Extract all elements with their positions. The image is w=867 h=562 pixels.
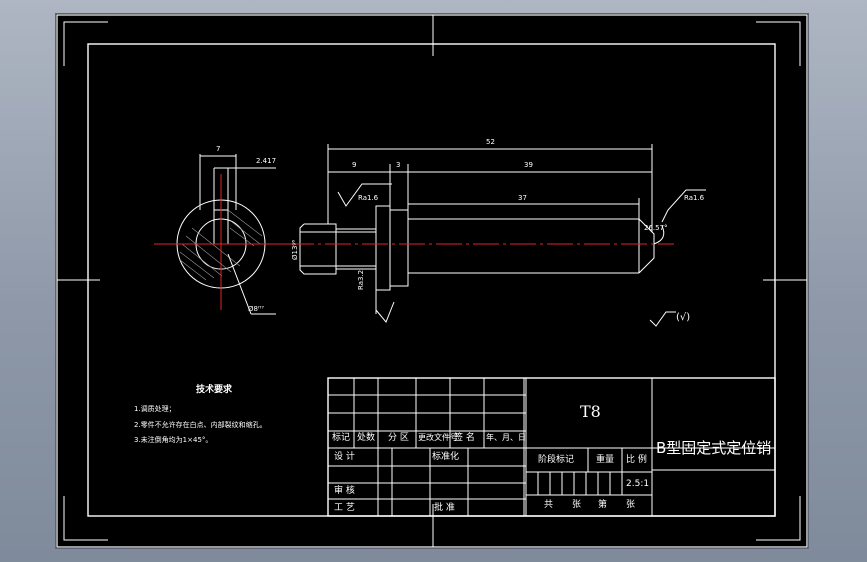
section-hatch bbox=[179, 209, 263, 281]
tb-total: 共 bbox=[544, 500, 554, 510]
roughness-symbol-left bbox=[337, 183, 392, 207]
dim-keyway-offset: 2.417 bbox=[256, 157, 277, 165]
dim-length-head: 9 bbox=[352, 161, 357, 169]
dim-left-diameter: Ø13ᵍ⁶ bbox=[291, 239, 299, 260]
pin-collar bbox=[375, 205, 391, 291]
roughness-symbol-right bbox=[661, 189, 706, 223]
tech-requirement-1: 1.调质处理； bbox=[134, 405, 176, 413]
tb-standardize: 标准化 bbox=[432, 452, 460, 462]
tb-change-doc: 更改文件号 bbox=[418, 433, 458, 442]
drawing-canvas bbox=[56, 14, 808, 548]
sheet-border bbox=[56, 14, 808, 548]
title-block-grid bbox=[327, 377, 776, 517]
tech-requirement-2: 2.零件不允许存在白点、内部裂纹和缩孔。 bbox=[134, 421, 267, 429]
tb-count: 处数 bbox=[357, 433, 376, 443]
end-view bbox=[176, 154, 276, 315]
trim-mark-bottom-right bbox=[756, 496, 801, 541]
tb-sign: 签 名 bbox=[454, 433, 475, 443]
pin-side-view bbox=[299, 144, 706, 327]
dim-length-shaft: 39 bbox=[524, 161, 533, 169]
material-label: T8 bbox=[580, 402, 601, 421]
trim-mark-top-right bbox=[756, 21, 801, 66]
drawing-sheet: 7 2.417 52 9 3 39 37 26.57° Ra1.6 Ra1.6 … bbox=[56, 14, 808, 548]
tb-scale-label: 比 例 bbox=[626, 455, 647, 465]
dim-hole-callout: Ø8ᴴ⁷ bbox=[248, 305, 265, 313]
tb-mark: 标记 bbox=[332, 433, 351, 443]
part-name: B型固定式定位销 bbox=[656, 439, 772, 457]
tb-stage-mark: 阶段标记 bbox=[538, 455, 575, 465]
tb-sheets: 张 bbox=[572, 500, 582, 510]
dim-length-collar: 3 bbox=[396, 161, 401, 169]
trim-mark-bottom-left bbox=[63, 496, 108, 541]
dim-chamfer-angle: 26.57° bbox=[644, 224, 668, 232]
scale-value: 2.5:1 bbox=[626, 479, 650, 489]
tb-review: 审 核 bbox=[334, 486, 355, 496]
dim-length-body: 37 bbox=[518, 194, 527, 202]
pin-chamfer-tip bbox=[638, 218, 655, 274]
tb-sheet2: 张 bbox=[626, 500, 636, 510]
tb-process: 工 艺 bbox=[334, 503, 355, 513]
end-view-centerlines bbox=[154, 174, 290, 310]
tb-zone: 分 区 bbox=[388, 433, 409, 443]
pin-left-stub bbox=[299, 223, 337, 275]
roughness-right-label: Ra1.6 bbox=[684, 194, 705, 202]
tb-date: 年、月、日 bbox=[486, 433, 526, 442]
roughness-symbol-bottom bbox=[375, 301, 395, 323]
tb-approve: 批 准 bbox=[434, 503, 455, 513]
tb-page: 第 bbox=[598, 500, 608, 510]
dim-hole-width: 7 bbox=[216, 145, 221, 153]
tb-design: 设 计 bbox=[334, 452, 355, 462]
tech-requirement-3: 3.未注倒角均为1×45°。 bbox=[134, 436, 213, 444]
trim-mark-top-left bbox=[63, 21, 108, 66]
general-roughness-label: (√) bbox=[676, 312, 691, 323]
roughness-bottom-label: Ra3.2 bbox=[357, 269, 365, 290]
tech-requirements-heading: 技术要求 bbox=[196, 385, 233, 395]
dim-total-length: 52 bbox=[486, 138, 495, 146]
roughness-left-label: Ra1.6 bbox=[358, 194, 379, 202]
roughness-symbol-general bbox=[649, 311, 676, 327]
tb-weight: 重量 bbox=[596, 455, 615, 465]
